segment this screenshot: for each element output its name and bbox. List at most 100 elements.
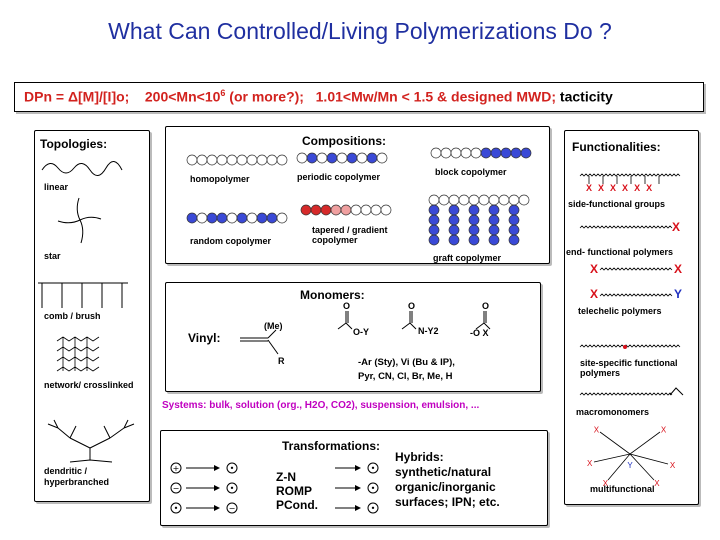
dendritic-topology-icon xyxy=(47,419,135,463)
transformation-method-pcond: PCond. xyxy=(276,498,318,512)
graft-branch-bead xyxy=(448,204,460,216)
species-circle xyxy=(226,502,238,514)
graft-branch-bead xyxy=(468,234,480,246)
side-functional-chain xyxy=(579,173,681,177)
multifunctional-arm xyxy=(593,453,631,463)
topologies-panel xyxy=(34,130,150,502)
graft-branch-bead xyxy=(428,224,440,236)
block-bead xyxy=(460,147,472,159)
species-circle xyxy=(226,462,238,474)
hetero-telechelic-chain xyxy=(599,293,673,297)
tapered-bead xyxy=(370,204,382,216)
transformations-panel xyxy=(160,430,548,526)
graft-branch-bead xyxy=(508,204,520,216)
composition-label-tapered: tapered / gradient copolymer xyxy=(312,225,388,245)
core-y: Y xyxy=(627,461,633,470)
periodic-bead xyxy=(356,152,368,164)
periodic-bead xyxy=(326,152,338,164)
network-topology-icon xyxy=(56,336,100,372)
hybrids-header: Hybrids: xyxy=(395,450,444,464)
graft-branch-bead xyxy=(428,234,440,246)
homopolymer-bead xyxy=(246,154,258,166)
graft-backbone-bead xyxy=(488,194,500,206)
tapered-bead xyxy=(310,204,322,216)
amide-oxygen: O xyxy=(408,301,416,311)
periodic-bead xyxy=(306,152,318,164)
telechelic-x-right: X xyxy=(674,262,683,276)
vinyl-label: Vinyl: xyxy=(188,331,221,345)
tapered-bead xyxy=(360,204,372,216)
amide-monomer: N-Y2 xyxy=(418,326,439,336)
random-bead xyxy=(196,212,208,224)
random-bead xyxy=(186,212,198,224)
mwd-criterion: 1.01<Mw/Mn < 1.5 & designed MWD; xyxy=(315,88,557,105)
transformation-method-zn: Z-N xyxy=(276,470,296,484)
species-circle xyxy=(170,482,182,494)
graft-branch-bead xyxy=(428,204,440,216)
graft-branch-bead xyxy=(428,214,440,226)
species-symbol: • xyxy=(174,504,179,513)
methyl-substituent: (Me) xyxy=(264,321,283,331)
mn-exponent: 6 xyxy=(220,88,226,98)
vinyl-end xyxy=(669,387,684,396)
tapered-bead xyxy=(330,204,342,216)
block-bead xyxy=(500,147,512,159)
topology-label-dendritic: dendritic / hyperbranched xyxy=(44,466,110,487)
random-bead xyxy=(246,212,258,224)
homopolymer-bead xyxy=(266,154,278,166)
block-bead xyxy=(480,147,492,159)
dp-criterion: DPn = Δ[M]/[I]o; xyxy=(24,88,130,105)
composition-label-periodic: periodic copolymer xyxy=(297,172,381,182)
graft-branch-bead xyxy=(468,204,480,216)
periodic-bead xyxy=(316,152,328,164)
graft-branch-bead xyxy=(448,224,460,236)
graft-backbone-bead xyxy=(448,194,460,206)
hybrid-organic-inorganic: organic/inorganic xyxy=(395,480,496,494)
graft-branch-bead xyxy=(448,214,460,226)
telechelic-chain xyxy=(599,267,673,271)
tapered-bead xyxy=(350,204,362,216)
homopolymer-bead xyxy=(216,154,228,166)
periodic-bead xyxy=(346,152,358,164)
species-symbol: + xyxy=(173,464,180,473)
telechelic-x-left: X xyxy=(590,262,599,276)
random-bead xyxy=(226,212,238,224)
func-label-end: end- functional polymers xyxy=(566,247,674,257)
homopolymer-bead xyxy=(186,154,198,166)
species-circle xyxy=(367,462,379,474)
graft-backbone-bead xyxy=(518,194,530,206)
composition-label-graft: graft copolymer xyxy=(433,253,502,263)
block-bead xyxy=(430,147,442,159)
functionalities-header: Functionalities: xyxy=(572,140,661,154)
func-label-side: side-functional groups xyxy=(568,199,666,209)
composition-label-random: random copolymer xyxy=(190,236,272,246)
func-label-macromonomers: macromonomers xyxy=(576,407,650,417)
systems-text: Systems: bulk, solution (org., H2O, CO2)… xyxy=(162,400,480,411)
graft-backbone-bead xyxy=(428,194,440,206)
arrow-head xyxy=(355,485,361,491)
topology-label-network: network/ crosslinked xyxy=(44,380,134,390)
homopolymer-bead xyxy=(196,154,208,166)
topology-label-star: star xyxy=(44,251,61,261)
block-bead xyxy=(490,147,502,159)
acyloxy-monomer: -O X xyxy=(470,328,489,338)
macromonomer-chain xyxy=(579,392,673,396)
species-symbol: • xyxy=(371,484,376,493)
species-circle xyxy=(367,482,379,494)
topologies-header: Topologies: xyxy=(40,137,108,151)
tapered-bead xyxy=(380,204,392,216)
func-label-telechelic: telechelic polymers xyxy=(578,306,662,316)
arm-end-x: X xyxy=(587,459,593,468)
comb-topology-icon xyxy=(38,282,128,308)
periodic-bead xyxy=(336,152,348,164)
substituents-line-2: Pyr, CN, Cl, Br, Me, H xyxy=(358,371,453,382)
graft-branch-bead xyxy=(488,204,500,216)
random-bead xyxy=(206,212,218,224)
graft-backbone-bead xyxy=(458,194,470,206)
arm-end-x: X xyxy=(661,425,667,434)
multifunctional-arm xyxy=(629,431,661,455)
graft-branch-bead xyxy=(468,214,480,226)
star-topology-icon xyxy=(57,197,102,244)
